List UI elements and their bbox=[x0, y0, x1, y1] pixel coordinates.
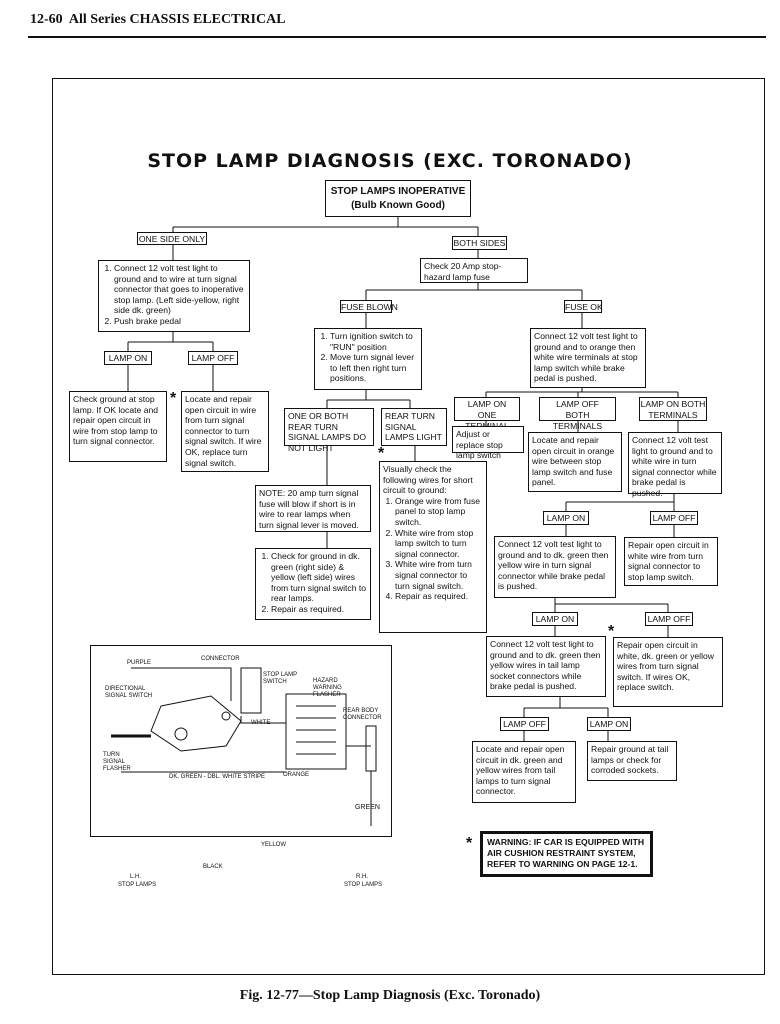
ground-step-2: Repair as required. bbox=[271, 604, 367, 615]
wire-orange: ORANGE bbox=[283, 772, 310, 778]
lh-stop-lamps: STOP LAMPS bbox=[118, 882, 157, 888]
connect-tail-box: Connect 12 volt test light to ground and… bbox=[486, 636, 606, 697]
wire-connector: CONNECTOR bbox=[201, 656, 240, 662]
label-lamp-on-r2: LAMP ON bbox=[532, 612, 578, 626]
blown-step-1: Turn ignition switch to "RUN" position bbox=[330, 331, 418, 352]
note-box: NOTE: 20 amp turn signal fuse will blow … bbox=[255, 485, 371, 532]
locate-tail-box: Locate and repair open circuit in dk. gr… bbox=[472, 741, 576, 803]
connect-green-box: Connect 12 volt test light to ground and… bbox=[494, 536, 616, 598]
start-line2: (Bulb Known Good) bbox=[351, 200, 445, 211]
star-marker-right: * bbox=[608, 623, 615, 640]
figure-caption: Fig. 12-77—Stop Lamp Diagnosis (Exc. Tor… bbox=[239, 988, 541, 1003]
fuse-ok-box: Connect 12 volt test light to ground and… bbox=[530, 328, 646, 388]
wire-turn-flasher: TURN SIGNAL FLASHER bbox=[103, 752, 131, 772]
one-side-step-1: Connect 12 volt test light to ground and… bbox=[114, 263, 246, 316]
repair-white-box: Repair open circuit in white wire from t… bbox=[624, 537, 718, 586]
label-lamp-off-r3: LAMP OFF bbox=[500, 717, 549, 731]
repair-ground-box: Repair ground at tail lamps or check for… bbox=[587, 741, 677, 781]
rh-stop-lamps: STOP LAMPS bbox=[344, 882, 383, 888]
start-box: STOP LAMPS INOPERATIVE (Bulb Known Good) bbox=[325, 180, 471, 217]
visually-step-3: White wire from turn signal connector to… bbox=[395, 559, 483, 591]
ground-check-box: Check for ground in dk. green (right sid… bbox=[255, 548, 371, 620]
label-lamp-off-both-terminals: LAMP OFF BOTH TERMINALS bbox=[539, 397, 616, 431]
check-fuse-box: Check 20 Amp stop-hazard lamp fuse bbox=[420, 258, 528, 283]
connect-white-box: Connect 12 volt test light to ground and… bbox=[628, 432, 722, 498]
label-fuse-blown: FUSE BLOWN bbox=[340, 300, 398, 313]
page-header: 12-60 All Series CHASSIS ELECTRICAL bbox=[30, 12, 286, 28]
label-fuse-ok: FUSE OK bbox=[564, 300, 603, 313]
one-side-step-2: Push brake pedal bbox=[114, 316, 246, 327]
fuse-blown-steps-box: Turn ignition switch to "RUN" positionMo… bbox=[314, 328, 422, 390]
label-one-side-only: ONE SIDE ONLY bbox=[137, 232, 207, 245]
warning-box: WARNING: IF CAR IS EQUIPPED WITH AIR CUS… bbox=[480, 831, 653, 877]
label-lamp-on-both-terminals: LAMP ON BOTH TERMINALS bbox=[639, 397, 707, 421]
locate-repair-left-box: Locate and repair open circuit in wire f… bbox=[181, 391, 269, 472]
star-marker-center: * bbox=[378, 445, 385, 462]
lh-label: L.H. bbox=[130, 874, 142, 880]
wire-purple: PURPLE bbox=[127, 660, 152, 666]
visually-step-4: Repair as required. bbox=[395, 591, 483, 602]
wire-hazard-flasher: HAZARD WARNING FLASHER bbox=[313, 678, 342, 698]
header-rule bbox=[28, 36, 766, 38]
wiring-diagram: PURPLE CONNECTOR STOP LAMP SWITCH HAZARD… bbox=[90, 645, 392, 870]
one-side-steps-box: Connect 12 volt test light to ground and… bbox=[98, 260, 250, 332]
wire-yellow: YELLOW bbox=[261, 842, 287, 848]
wire-stop-lamp-switch: STOP LAMP SWITCH bbox=[263, 672, 298, 685]
locate-orange-box: Locate and repair open circuit in orange… bbox=[528, 432, 622, 492]
blown-step-2: Move turn signal lever to left then righ… bbox=[330, 352, 418, 384]
diagram-title: STOP LAMP DIAGNOSIS (EXC. TORONADO) bbox=[147, 150, 633, 172]
section-title: All Series CHASSIS ELECTRICAL bbox=[68, 12, 286, 27]
star-marker-left: * bbox=[170, 390, 177, 407]
label-lamp-off-left: LAMP OFF bbox=[188, 351, 238, 365]
label-lamp-on-one-terminal: LAMP ON ONE TERMINAL bbox=[454, 397, 520, 431]
label-lamp-off-r1: LAMP OFF bbox=[650, 511, 698, 525]
adjust-switch-box: Adjust or replace stop lamp switch bbox=[452, 426, 524, 460]
label-both-sides: BOTH SIDES bbox=[452, 236, 507, 250]
visually-check-box: Visually check the following wires for s… bbox=[379, 461, 487, 633]
wire-black: BLACK bbox=[203, 864, 223, 870]
visually-intro: Visually check the following wires for s… bbox=[383, 464, 473, 496]
figure-frame bbox=[52, 78, 765, 975]
label-lamp-on-left: LAMP ON bbox=[104, 351, 152, 365]
ground-step-1: Check for ground in dk. green (right sid… bbox=[271, 551, 367, 604]
check-ground-box: Check ground at stop lamp. If OK locate … bbox=[69, 391, 167, 462]
page-number: 12-60 bbox=[30, 12, 63, 27]
wire-rear-body-connector: REAR BODY CONNECTOR bbox=[343, 708, 382, 721]
one-or-both-box: ONE OR BOTH REAR TURN SIGNAL LAMPS DO NO… bbox=[284, 408, 374, 453]
repair-open-box: Repair open circuit in white, dk. green … bbox=[613, 637, 723, 707]
rh-label: R.H. bbox=[356, 874, 368, 880]
wire-green: GREEN bbox=[355, 804, 380, 811]
wire-white: WHITE bbox=[251, 720, 271, 726]
wire-directional-switch: DIRECTIONAL SIGNAL SWITCH bbox=[105, 686, 153, 699]
label-lamp-off-r2: LAMP OFF bbox=[645, 612, 693, 626]
wiring-drawing bbox=[111, 667, 377, 836]
wire-dk-green: DK. GREEN - DBL. WHITE STRIPE bbox=[169, 774, 266, 780]
rear-turn-box: REAR TURN SIGNAL LAMPS LIGHT bbox=[381, 408, 447, 446]
visually-step-2: White wire from stop lamp switch to turn… bbox=[395, 528, 483, 560]
label-lamp-on-r1: LAMP ON bbox=[543, 511, 589, 525]
start-line1: STOP LAMPS INOPERATIVE bbox=[330, 186, 466, 197]
visually-step-1: Orange wire from fuse panel to stop lamp… bbox=[395, 496, 483, 528]
label-lamp-on-r3: LAMP ON bbox=[587, 717, 631, 731]
star-marker-warning: * bbox=[466, 835, 473, 852]
